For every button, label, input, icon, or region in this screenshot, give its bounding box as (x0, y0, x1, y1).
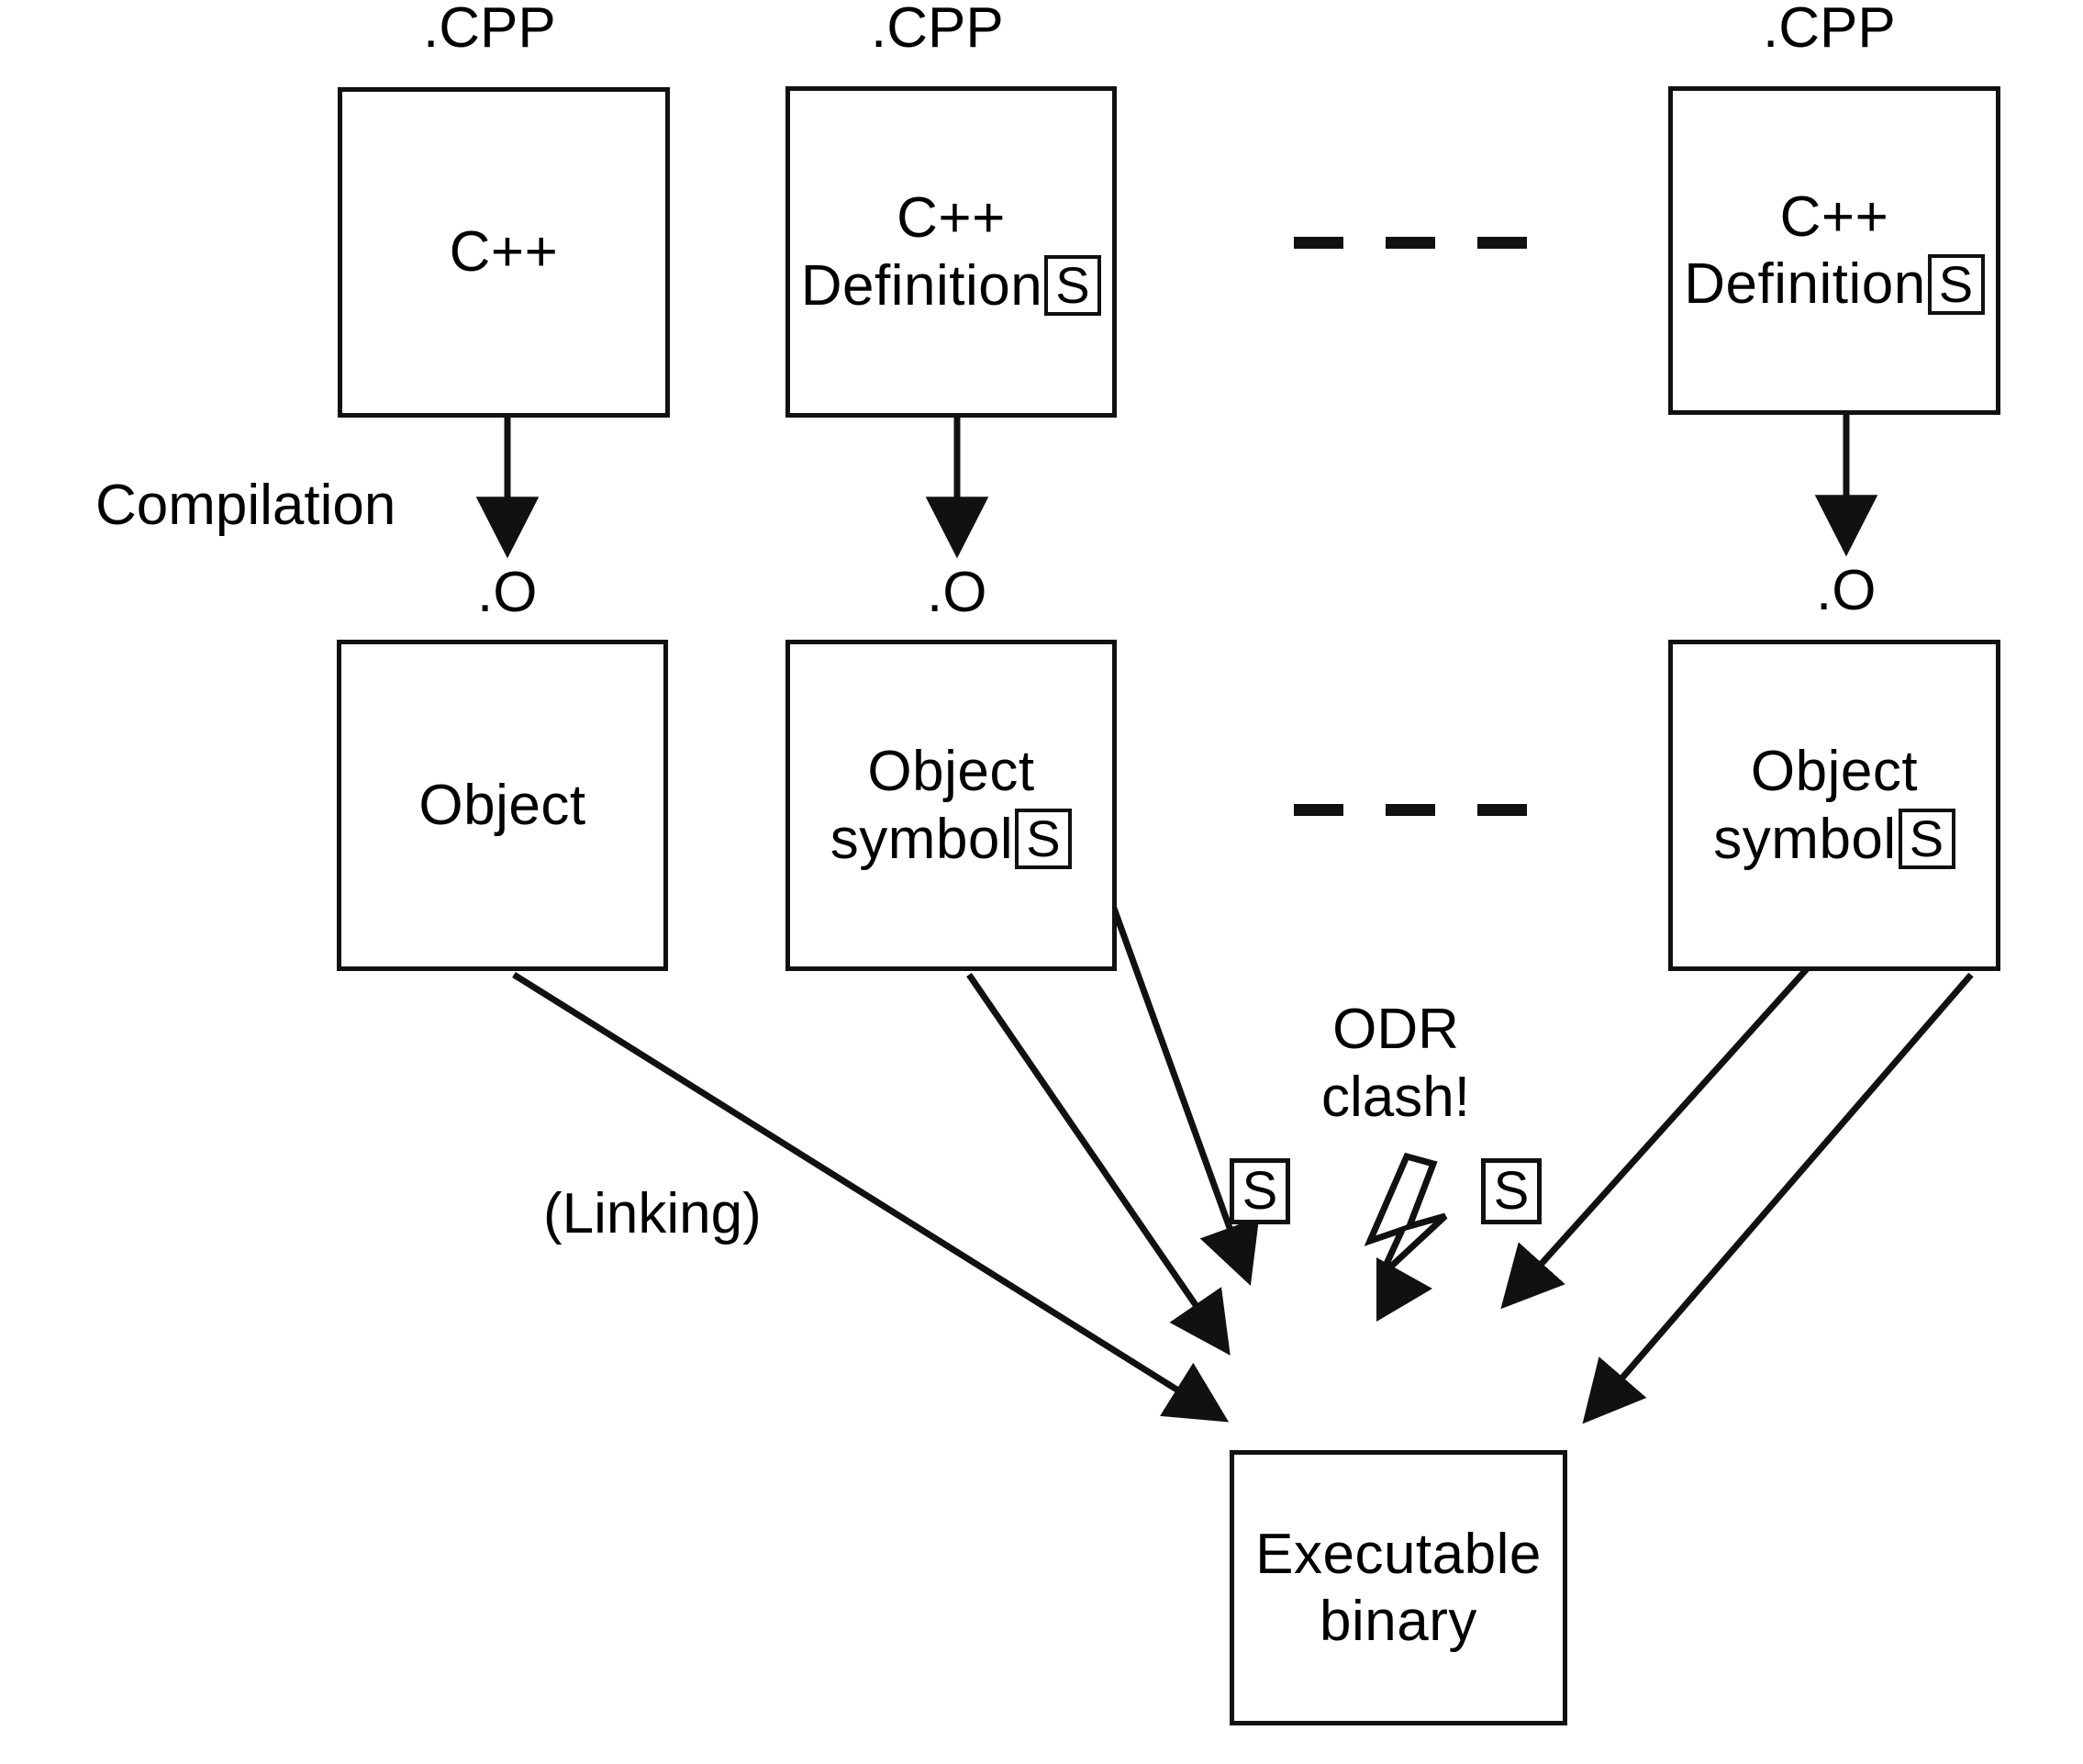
object-box-2-line-1: Object (867, 740, 1035, 804)
odr-clash-label: ODR clash! (1321, 996, 1470, 1133)
source-file-label-1: .CPP (423, 0, 556, 60)
object-box-3-line-2: symbol (1713, 807, 1897, 871)
compilation-label: Compilation (95, 474, 396, 537)
dash-3 (1477, 804, 1527, 816)
linking-label: (Linking) (543, 1182, 762, 1245)
object-box-3[interactable]: Object symbol S (1668, 640, 2000, 971)
symbol-chip-object-3: S (1898, 809, 1955, 870)
object-box-1-line-1: Object (418, 773, 586, 837)
source-box-3-line-2-row: Definition S (1684, 251, 1985, 318)
dash-1 (1294, 237, 1343, 249)
object-file-label-3: .O (1816, 559, 1877, 622)
source-file-label-2: .CPP (871, 0, 1004, 60)
source-box-1-line-1: C++ (449, 220, 559, 285)
source-box-cpp-2[interactable]: C++ Definition S (785, 86, 1117, 418)
dash-2 (1386, 237, 1435, 249)
source-box-3-line-1: C++ (1779, 184, 1889, 249)
symbol-chip-source-2: S (1044, 255, 1102, 317)
object-box-2-line-2: symbol (830, 807, 1014, 871)
source-file-label-3: .CPP (1763, 0, 1896, 60)
source-box-1-text: C++ (450, 218, 559, 285)
source-box-cpp-1[interactable]: C++ (338, 87, 670, 418)
symbol-chip-link-right: S (1481, 1158, 1542, 1224)
object-box-2[interactable]: Object symbol S (785, 640, 1117, 971)
executable-binary-text: Executable binary (1255, 1521, 1542, 1655)
source-box-3-line-2: Definition (1684, 252, 1926, 316)
odr-clash-line-1: ODR (1332, 998, 1459, 1061)
object-box-3-line-2-row: symbol S (1713, 806, 1955, 873)
object-box-3-line-1: Object (1750, 740, 1919, 804)
symbol-chip-source-3: S (1927, 253, 1985, 315)
source-box-2-line-1: C++ (897, 186, 1006, 251)
object-file-label-2: .O (927, 561, 987, 624)
object-box-1[interactable]: Object (337, 640, 668, 971)
symbol-chip-link-left: S (1230, 1158, 1290, 1224)
source-box-3-text: C++ Definition S (1684, 184, 1985, 318)
dash-1 (1294, 804, 1343, 816)
dash-3 (1477, 237, 1527, 249)
object-box-2-text: Object symbol S (830, 738, 1073, 873)
compilation-arrows (475, 415, 1878, 559)
source-box-2-text: C++ Definition S (800, 184, 1102, 319)
source-box-2-line-2: Definition (800, 253, 1043, 318)
object-box-2-line-2-row: symbol S (830, 806, 1073, 873)
source-box-cpp-3[interactable]: C++ Definition S (1668, 86, 2000, 415)
object-box-1-text: Object (418, 772, 585, 839)
odr-clash-line-2: clash! (1321, 1066, 1470, 1130)
object-box-3-text: Object symbol S (1713, 738, 1955, 872)
ellipsis-dashes-objects (1294, 804, 1527, 816)
symbol-chip-object-2: S (1015, 809, 1073, 870)
dash-2 (1386, 804, 1435, 816)
source-box-2-line-2-row: Definition S (800, 252, 1102, 319)
odr-clash-bolt-icon (1364, 1152, 1448, 1322)
object-file-label-1: .O (477, 561, 538, 624)
executable-binary-line-1: Executable (1255, 1522, 1542, 1586)
ellipsis-dashes-sources (1294, 237, 1527, 249)
executable-binary-line-2: binary (1320, 1590, 1477, 1653)
executable-binary-box[interactable]: Executable binary (1230, 1450, 1567, 1725)
